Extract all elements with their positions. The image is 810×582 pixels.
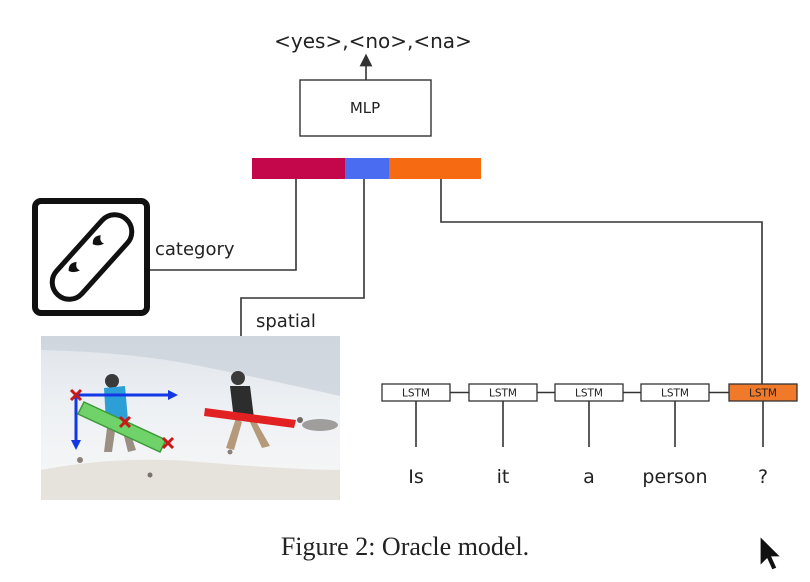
embedding-bar xyxy=(252,158,481,179)
lstm-cell-label: LSTM xyxy=(575,388,603,400)
mlp-label: MLP xyxy=(350,99,380,117)
spatial-connector xyxy=(240,179,365,336)
question-word: it xyxy=(497,466,510,488)
question-word: ? xyxy=(758,466,768,488)
question-word: Is xyxy=(408,466,424,488)
lstm-cell-label: LSTM xyxy=(489,388,517,400)
person-with-red-board xyxy=(204,371,296,450)
output-label: <yes>,<no>,<na> xyxy=(274,29,472,53)
question-word: a xyxy=(583,466,595,488)
lstm-cell-label: LSTM xyxy=(661,388,689,400)
question-word: person xyxy=(642,466,707,488)
category-embedding-segment xyxy=(252,158,345,179)
spatial-embedding-segment xyxy=(345,158,389,179)
question-embedding-segment xyxy=(389,158,481,179)
snowboard-icon xyxy=(32,198,150,316)
lstm-cell-label: LSTM xyxy=(402,388,430,400)
figure-caption: Figure 2: Oracle model. xyxy=(281,532,529,561)
mouse-cursor-icon xyxy=(759,534,783,571)
lstm-cell-label: LSTM xyxy=(749,388,777,400)
snow-photo xyxy=(41,336,340,500)
spatial-label: spatial xyxy=(256,311,316,332)
question-connector xyxy=(440,179,763,386)
category-connector xyxy=(150,179,297,271)
lstm-chain: LSTM Is LSTM it LSTM a LSTM person LSTM? xyxy=(381,383,798,488)
mlp-block: MLP xyxy=(299,79,432,137)
category-label: category xyxy=(155,239,235,260)
